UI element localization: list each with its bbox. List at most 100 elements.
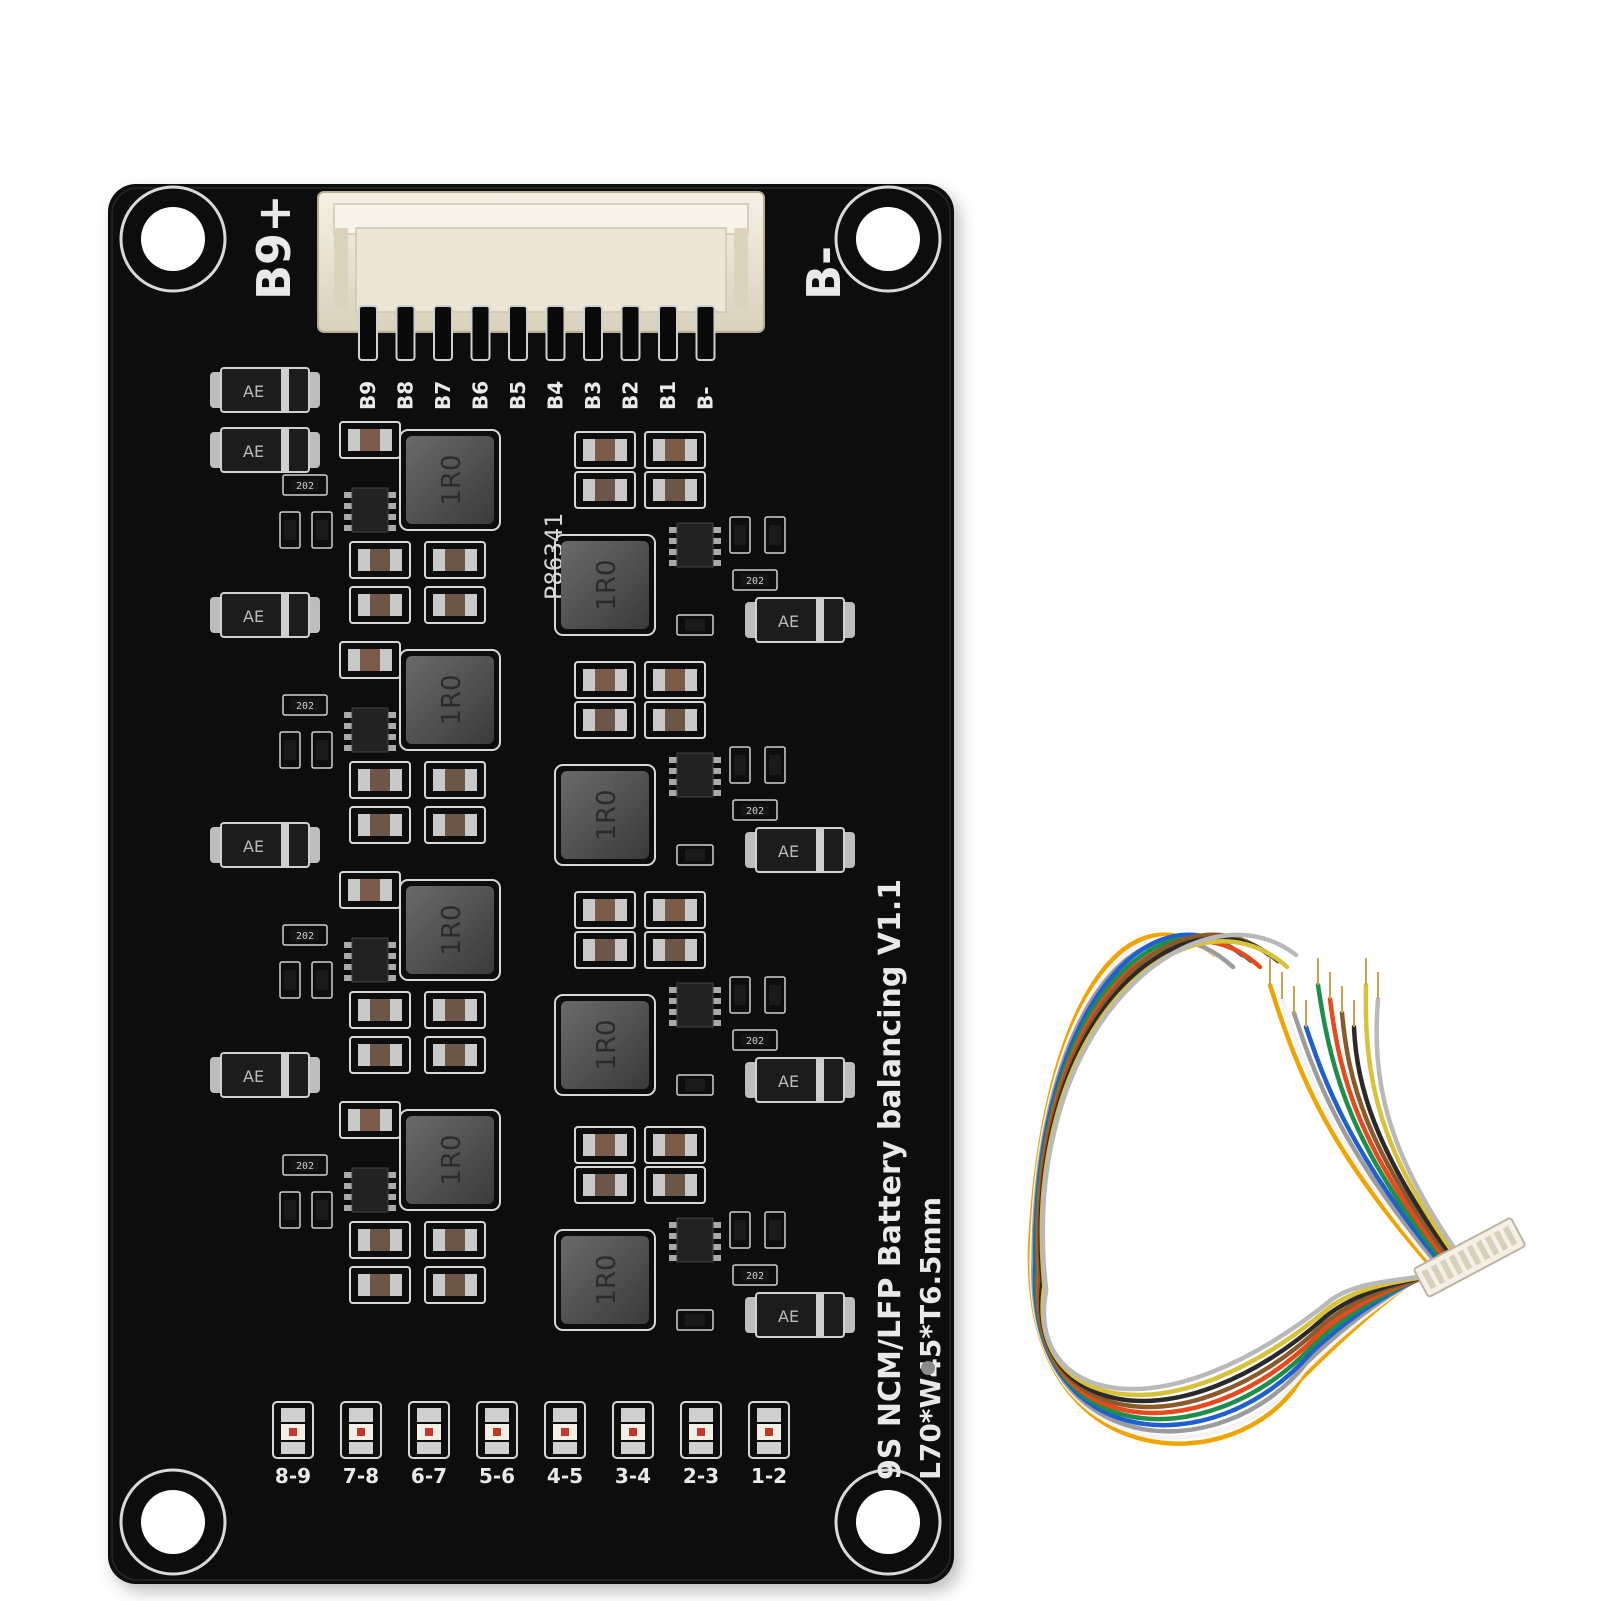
smd-diode: AE [745,597,855,643]
mounting-hole-bottom-right [834,1468,942,1576]
status-led [476,1401,518,1459]
status-led [748,1401,790,1459]
inductor-mark: 1R0 [437,674,467,725]
smd-small [279,961,301,999]
status-led [408,1401,450,1459]
resistor-mark: 202 [746,1271,764,1282]
smd-capacitor [644,661,706,699]
smd-capacitor [574,701,636,739]
smd-small [311,511,333,549]
diode-mark: AE [243,1067,264,1086]
mounting-hole-bottom-left [119,1468,227,1576]
inductor-mark: 1R0 [592,1019,622,1070]
smd-resistor: 202 [282,694,328,716]
smd-small [279,511,301,549]
smd-diode: AE [210,367,320,413]
inductor-mark: 1R0 [592,559,622,610]
smd-capacitor [644,1126,706,1164]
wire-end [1351,1024,1461,1268]
status-led [612,1401,654,1459]
status-led [544,1401,586,1459]
smd-small [311,731,333,769]
balance-cable [1027,932,1526,1446]
smd-capacitor [574,1166,636,1204]
smd-small [729,746,751,784]
smd-small [764,976,786,1014]
pin-label: B3 [581,381,605,410]
smd-capacitor [424,1036,486,1074]
power-inductor: 1R0 [554,1229,656,1331]
wire-end [1267,982,1433,1268]
smd-capacitor [349,541,411,579]
led-label: 3-4 [615,1464,651,1488]
connector-pin [433,305,453,361]
wire [1040,932,1471,1392]
power-inductor: 1R0 [554,764,656,866]
smd-capacitor [644,701,706,739]
pin-label: B2 [619,381,643,410]
connector-pin [395,305,416,361]
smd-small [311,961,333,999]
resistor-mark: 202 [746,576,764,587]
power-inductor: 1R0 [554,534,656,636]
ic-chip [344,707,396,753]
smd-capacitor [574,661,636,699]
smd-capacitor [574,1126,636,1164]
smd-capacitor [349,1266,411,1304]
led-label: 5-6 [479,1464,515,1488]
wire-end [1339,1010,1457,1268]
wire-end [1291,1010,1441,1268]
led-label: 6-7 [411,1464,447,1488]
pin-label: B1 [656,381,680,410]
smd-capacitor [424,761,486,799]
power-inductor: 1R0 [399,879,501,981]
pin-label: B6 [469,381,493,410]
smd-resistor: 202 [732,799,778,821]
connector-pin [358,305,378,361]
diode-mark: AE [778,1307,799,1326]
power-inductor: 1R0 [554,994,656,1096]
ic-chip [344,1167,396,1213]
connector-pin [620,305,641,361]
smd-diode: AE [210,822,320,868]
smd-diode: AE [210,427,320,473]
smd-capacitor [424,541,486,579]
smd-capacitor [349,1036,411,1074]
pin-label: B- [694,386,718,410]
smd-small [676,614,714,636]
pin-label: B8 [394,381,418,410]
resistor-mark: 202 [296,1161,314,1172]
mounting-hole-top-right [834,185,942,293]
smd-resistor: 202 [732,1029,778,1051]
ic-chip [344,937,396,983]
smd-capacitor [644,931,706,969]
led-row [272,1401,790,1459]
smd-small [764,746,786,784]
connector-pin [695,305,716,361]
diode-mark: AE [778,842,799,861]
diode-mark: AE [243,382,264,401]
smd-small [311,1191,333,1229]
smd-small [729,976,751,1014]
wire-end [1374,996,1469,1268]
pin-label: B7 [431,381,455,410]
resistor-mark: 202 [296,701,314,712]
inductor-mark: 1R0 [437,904,467,955]
smd-small [676,1074,714,1096]
smd-diode: AE [210,1052,320,1098]
led-label: 1-2 [751,1464,787,1488]
smd-capacitor [424,991,486,1029]
smd-capacitor [424,1266,486,1304]
status-led [680,1401,722,1459]
smd-capacitor [644,471,706,509]
smd-capacitor [574,471,636,509]
pin-label: B4 [544,381,568,410]
smd-capacitor [644,891,706,929]
smd-diode: AE [745,1057,855,1103]
smd-capacitor [349,991,411,1029]
